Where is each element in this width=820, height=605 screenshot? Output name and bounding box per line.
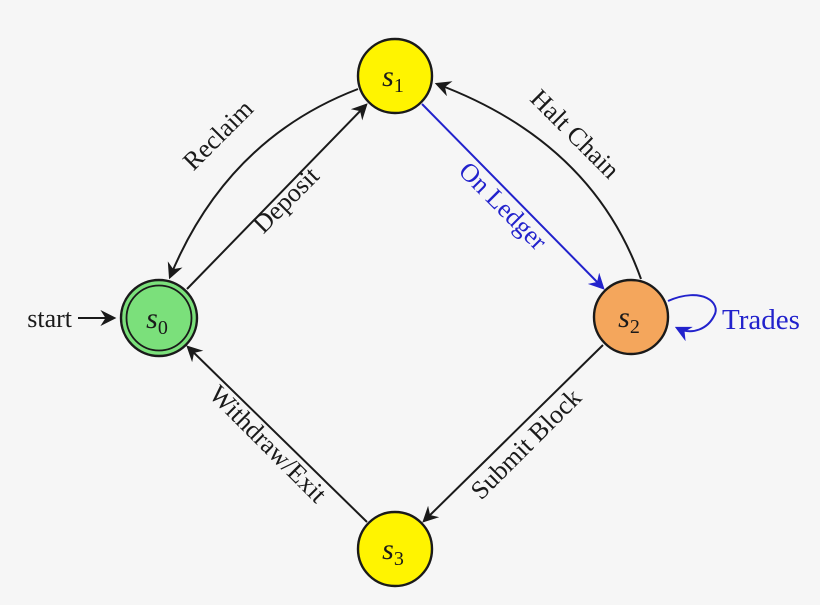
edge-label-trades: Trades <box>722 304 800 336</box>
edge-halt-chain <box>434 81 642 280</box>
state-s3: s3 <box>356 510 434 588</box>
edge-deposit <box>186 103 368 290</box>
state-s2-label: s2 <box>618 301 640 338</box>
state-s3-circle <box>356 510 434 588</box>
state-s0-label: s0 <box>146 302 168 339</box>
state-s1: s1 <box>356 37 434 115</box>
state-s3-label: s3 <box>382 533 404 570</box>
edge-label-submit-block: Submit Block <box>465 383 587 505</box>
state-s0-inner-circle <box>125 284 193 352</box>
state-s0-outer-circle <box>119 278 199 358</box>
state-s1-circle <box>356 37 434 115</box>
edge-label-halt-chain: Halt Chain <box>525 84 626 185</box>
edge-reclaim <box>167 88 359 280</box>
start-label: start <box>27 304 73 333</box>
edge-submit-block <box>422 344 604 523</box>
edge-on-ledger <box>421 103 605 290</box>
edge-withdraw-exit <box>186 345 368 523</box>
edge-label-withdraw-exit: Withdraw/Exit <box>203 379 333 509</box>
state-s1-label: s1 <box>382 60 404 97</box>
edge-label-deposit: Deposit <box>247 161 325 239</box>
state-s2: s2 <box>592 278 670 356</box>
edge-label-reclaim: Reclaim <box>177 94 259 176</box>
state-s0: s0 <box>119 278 199 358</box>
edge-label-on-ledger: On Ledger <box>453 156 553 256</box>
state-s2-circle <box>592 278 670 356</box>
edge-trades-self-loop <box>667 294 717 342</box>
